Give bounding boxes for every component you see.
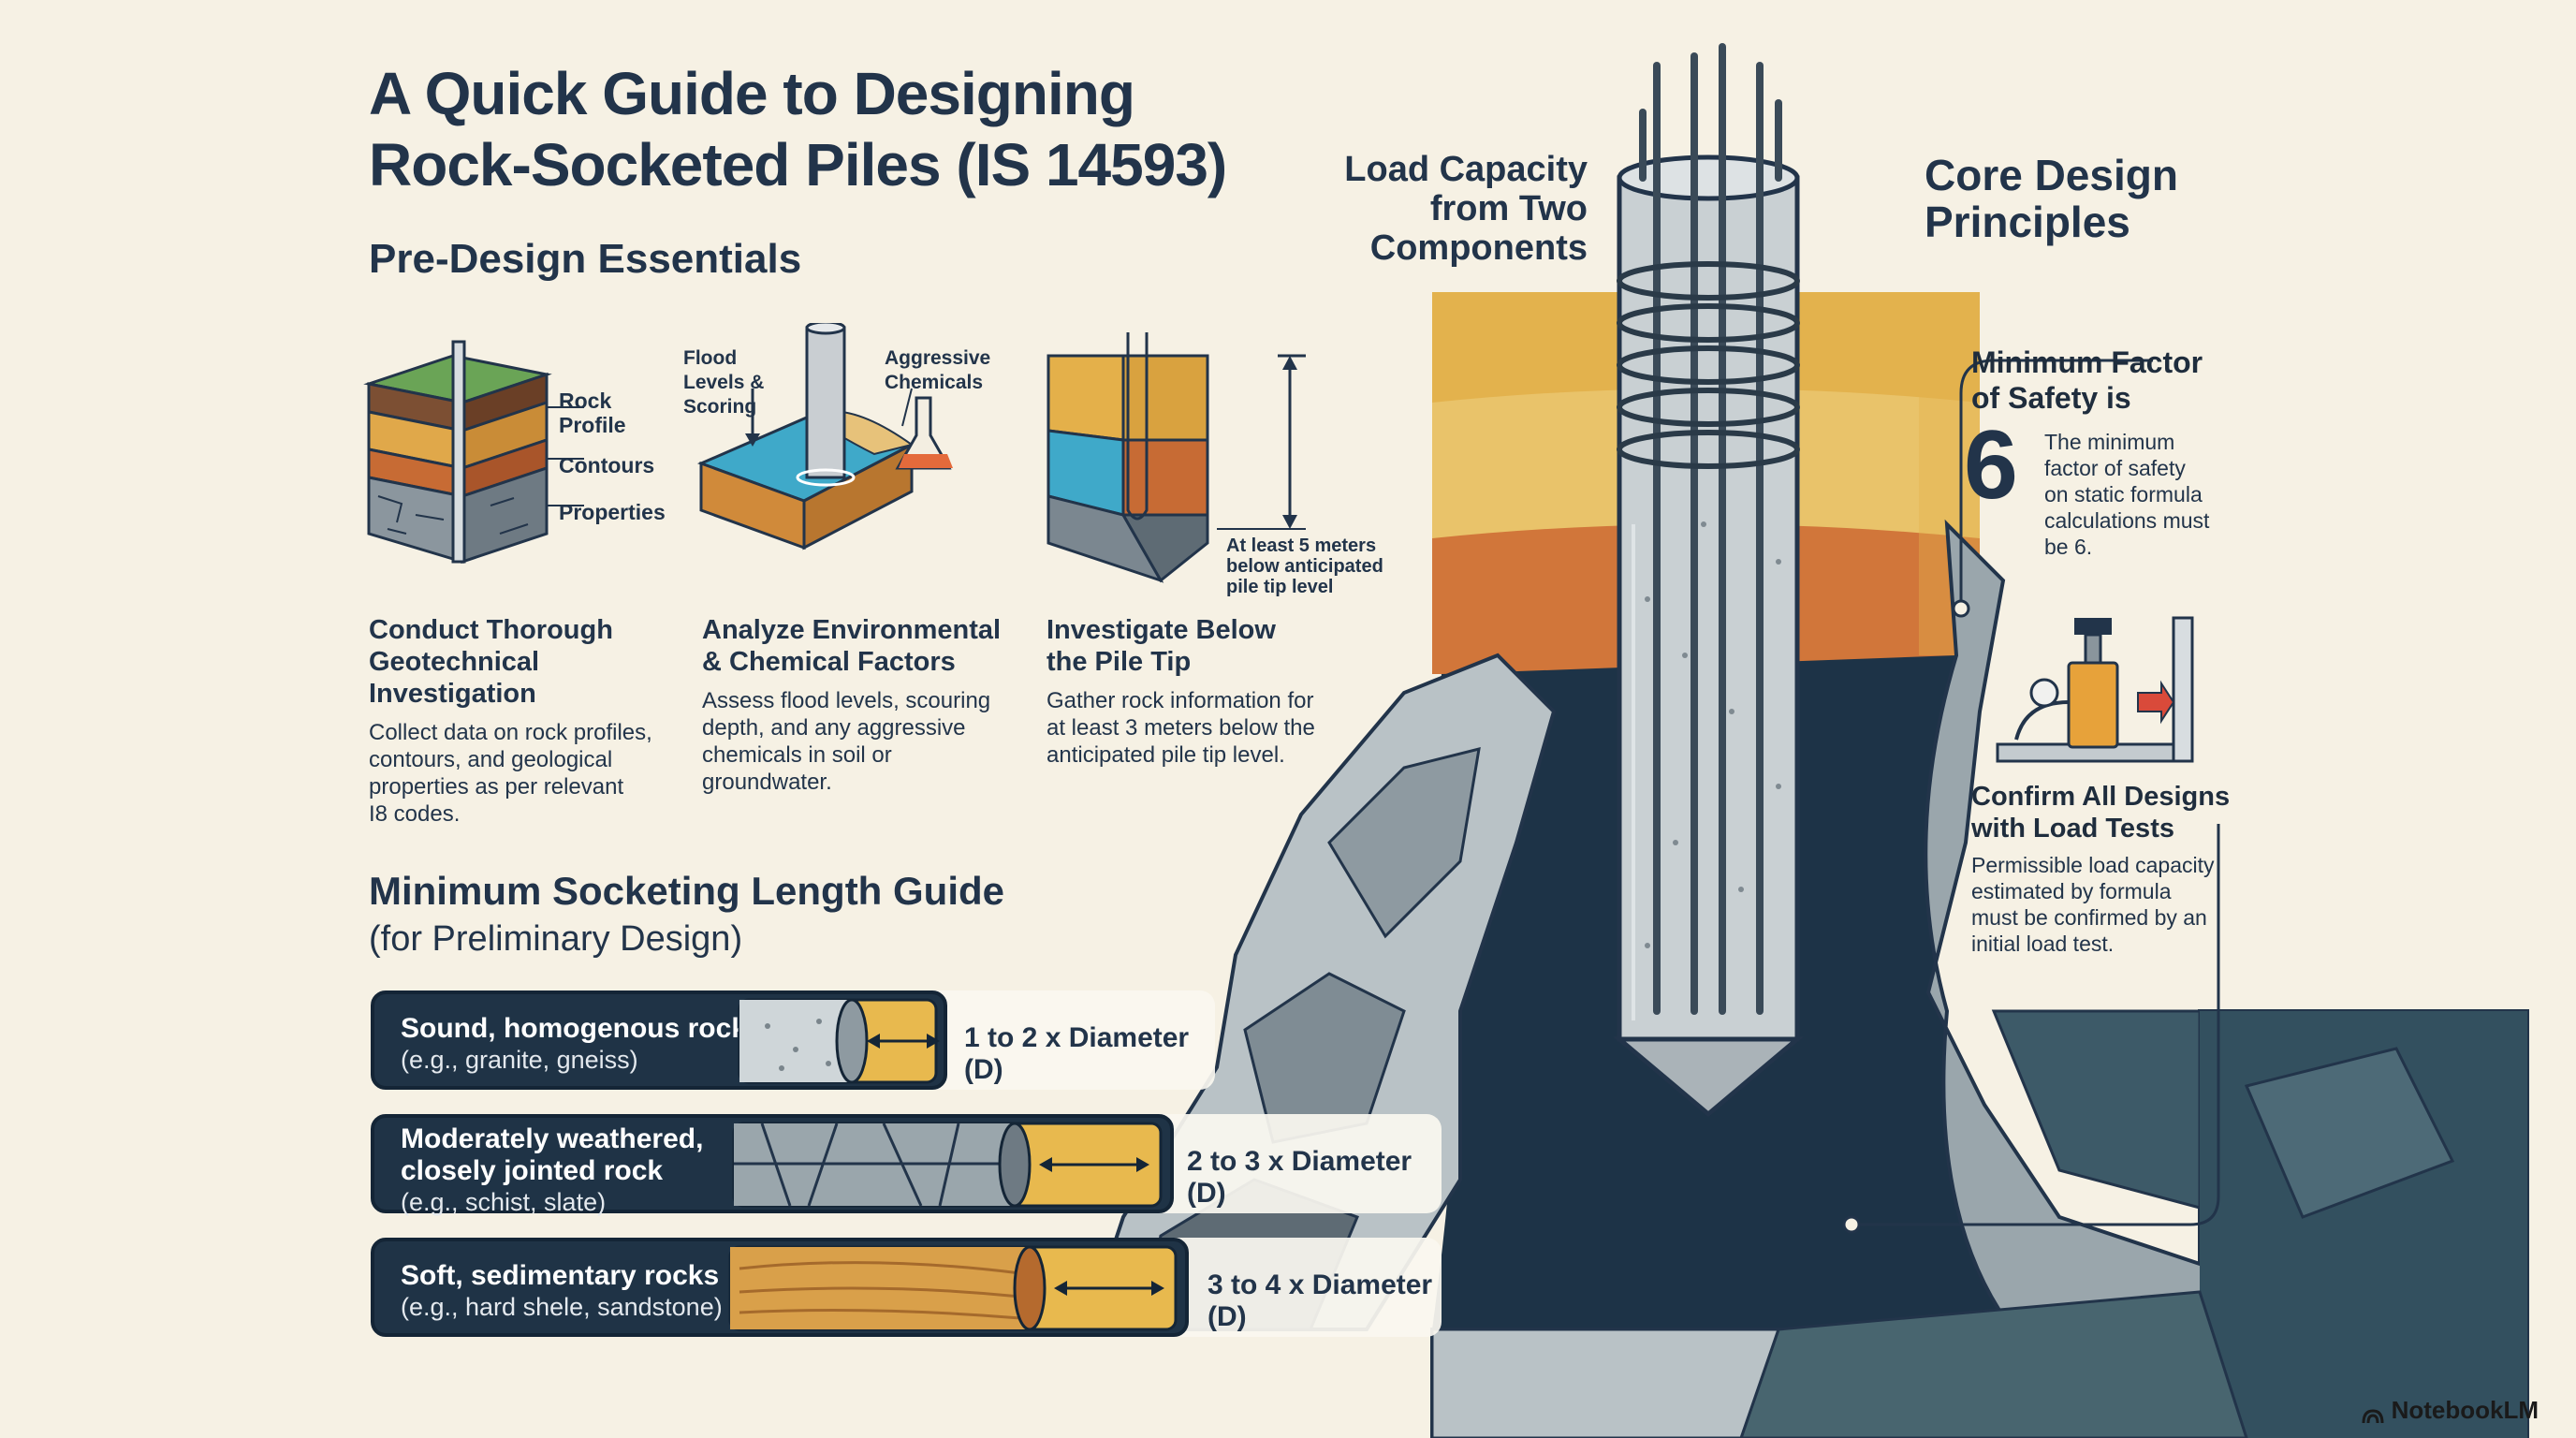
socketing-heading: Minimum Socketing Length Guide xyxy=(369,869,1005,913)
card-pile-tip-body-3: anticipated pile tip level. xyxy=(1046,742,1285,768)
load-test-body-2: estimated by formula xyxy=(1971,879,2172,903)
safety-factor-body-1: The minimum xyxy=(2044,430,2175,454)
load-test-jack-illustration xyxy=(1996,616,2194,763)
card-geotechnical: Conduct Thorough Geotechnical Investigat… xyxy=(369,614,706,828)
socket-row-2-core-sample-icon xyxy=(732,1122,1163,1208)
socket-row-3-value: 3 to 4 x Diameter (D) xyxy=(1208,1269,1433,1332)
load-capacity-title: Load Capacity from Two Components xyxy=(1329,150,1588,268)
load-test-title-2: with Load Tests xyxy=(1971,814,2174,844)
notebooklm-logo-icon xyxy=(2362,1402,2384,1423)
card-pile-tip-title-2: the Pile Tip xyxy=(1046,647,1192,677)
core-principles-heading-2: Principles xyxy=(1925,198,2130,246)
pile-tip-section-illustration xyxy=(1046,332,1306,583)
socket-row-2-example: (e.g., schist, slate) xyxy=(401,1188,607,1216)
card-environmental-title-1: Analyze Environmental xyxy=(702,615,1002,645)
brand-label: NotebookLM xyxy=(2391,1396,2539,1424)
core-principles-heading: Core Design Principles xyxy=(1925,152,2178,245)
callout-rock-profile: Rock Profile xyxy=(559,389,626,437)
safety-factor-body-4: calculations must xyxy=(2044,508,2210,533)
load-test-body-1: Permissible load capacity xyxy=(1971,853,2215,877)
card-environmental-body-2: depth, and any aggressive xyxy=(702,715,966,741)
card-geotechnical-title-1: Conduct Thorough xyxy=(369,615,613,645)
pile-cross-section-illustration xyxy=(1083,43,2529,1438)
load-capacity-title-3: Components xyxy=(1369,228,1588,268)
card-geotechnical-body-1: Collect data on rock profiles, xyxy=(369,720,652,745)
page-title: A Quick Guide to Designing Rock-Socketed… xyxy=(369,58,1227,200)
socket-row-2-value: 2 to 3 x Diameter (D) xyxy=(1187,1146,1412,1209)
card-environmental-body-1: Assess flood levels, scouring xyxy=(702,688,991,713)
card-geotechnical-body-2: contours, and geological xyxy=(369,747,613,772)
socket-row-1-value: 1 to 2 x Diameter (D) xyxy=(964,1022,1190,1085)
callout-five-meters: At least 5 meters below anticipated pile… xyxy=(1226,536,1383,597)
socket-row-2: Moderately weathered, closely jointed ro… xyxy=(371,1114,1174,1216)
safety-factor-body-2: factor of safety xyxy=(2044,456,2186,480)
load-test-body-3: must be confirmed by an xyxy=(1971,905,2207,930)
safety-factor-value: 6 xyxy=(1964,411,2018,520)
socket-row-1-core-sample-icon xyxy=(738,998,940,1084)
socketing-subheading: (for Preliminary Design) xyxy=(369,919,743,959)
pre-design-heading: Pre-Design Essentials xyxy=(369,236,802,282)
safety-factor-block: Minimum Factor of Safety is xyxy=(1971,345,2364,416)
card-geotechnical-body-4: I8 codes. xyxy=(369,801,461,827)
socket-row-2-rock-2: closely jointed rock xyxy=(401,1155,664,1186)
card-environmental: Analyze Environmental & Chemical Factors… xyxy=(702,614,1039,796)
load-test-title-1: Confirm All Designs xyxy=(1971,782,2231,812)
socket-row-3-rock: Soft, sedimentary rocks xyxy=(401,1260,720,1291)
card-geotechnical-body-3: properties as per relevant xyxy=(369,774,624,800)
socket-row-1-example: (e.g., granite, gneiss) xyxy=(401,1046,638,1074)
card-pile-tip: Investigate Below the Pile Tip Gather ro… xyxy=(1046,614,1355,769)
flood-chemical-illustration xyxy=(696,323,953,550)
socket-row-3-example: (e.g., hard shele, sandstone) xyxy=(401,1293,723,1321)
card-pile-tip-body-2: at least 3 meters below the xyxy=(1046,715,1315,741)
socket-row-1-rock: Sound, homogenous rock xyxy=(401,1013,748,1044)
safety-factor-title-2: of Safety is xyxy=(1971,381,2131,415)
soil-block-illustration xyxy=(363,340,584,565)
page-title-line-1: A Quick Guide to Designing xyxy=(369,60,1135,127)
load-capacity-title-2: from Two xyxy=(1429,189,1588,228)
brand-watermark: NotebookLM xyxy=(2362,1396,2539,1425)
card-pile-tip-body-1: Gather rock information for xyxy=(1046,688,1314,713)
card-environmental-title-2: & Chemical Factors xyxy=(702,647,956,677)
callout-properties: Properties xyxy=(559,500,666,524)
safety-factor-body-5: be 6. xyxy=(2044,535,2093,559)
socket-row-2-rock-1: Moderately weathered, xyxy=(401,1123,704,1154)
callout-flood-levels: Flood Levels & Scoring xyxy=(683,347,765,418)
card-environmental-body-3: chemicals in soil or xyxy=(702,742,892,768)
card-environmental-body-4: groundwater. xyxy=(702,770,832,795)
card-pile-tip-title-1: Investigate Below xyxy=(1046,615,1276,645)
safety-factor-body-3: on static formula xyxy=(2044,482,2203,506)
card-geotechnical-title-2: Geotechnical Investigation xyxy=(369,647,540,709)
socket-row-3: Soft, sedimentary rocks (e.g., hard shel… xyxy=(371,1238,1189,1337)
socket-row-1: Sound, homogenous rock (e.g., granite, g… xyxy=(371,990,947,1090)
callout-aggressive-chemicals: Aggressive Chemicals xyxy=(885,347,991,393)
load-test-body-4: initial load test. xyxy=(1971,932,2115,956)
load-capacity-title-1: Load Capacity xyxy=(1344,150,1588,189)
core-principles-heading-1: Core Design xyxy=(1925,151,2178,199)
safety-factor-title-1: Minimum Factor xyxy=(1971,345,2203,379)
socket-row-3-core-sample-icon xyxy=(728,1245,1178,1331)
safety-factor-body: The minimum factor of safety on static f… xyxy=(2044,429,2260,560)
load-test-block: Confirm All Designs with Load Tests Perm… xyxy=(1971,781,2280,957)
callout-contours: Contours xyxy=(559,453,655,477)
page-title-line-2: Rock-Socketed Piles (IS 14593) xyxy=(369,131,1227,198)
